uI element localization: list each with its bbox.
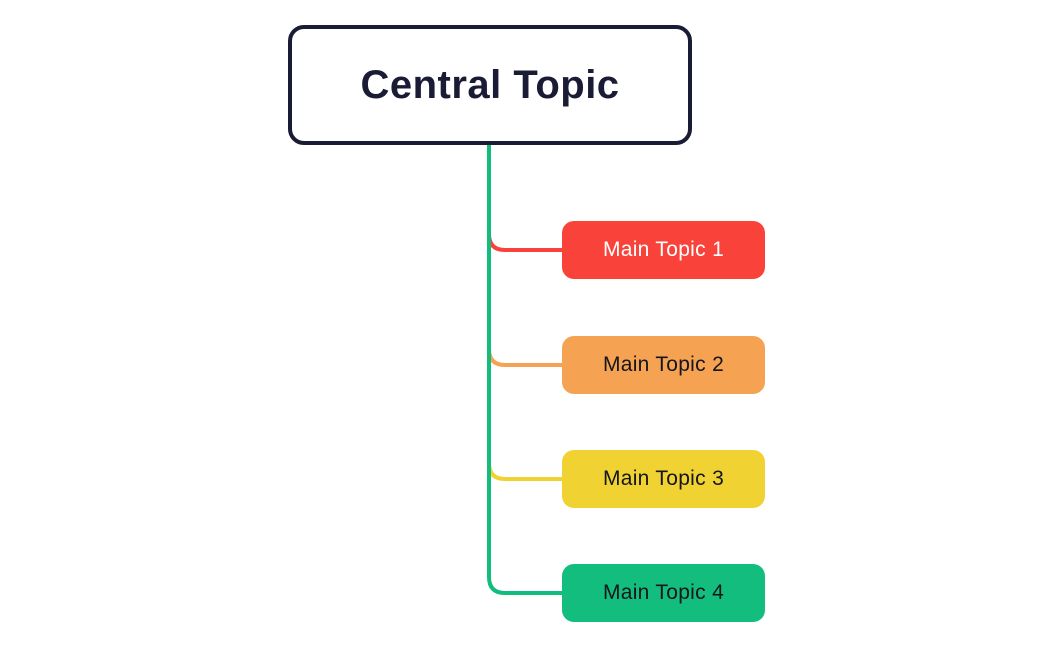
main-topic-node-4[interactable]: Main Topic 4	[562, 564, 765, 622]
connector-main-topic-1	[487, 233, 562, 252]
main-topic-label-4: Main Topic 4	[602, 581, 725, 604]
trunk-line	[487, 145, 562, 595]
main-topic-label-3: Main Topic 3	[602, 467, 725, 490]
main-topic-label-1: Main Topic 1	[602, 238, 725, 261]
main-topic-label-2: Main Topic 2	[602, 353, 725, 376]
connector-main-topic-3	[487, 462, 562, 481]
connector-main-topic-2	[487, 348, 562, 367]
central-topic-node[interactable]: Central Topic	[288, 25, 692, 145]
central-topic-label: Central Topic	[360, 62, 620, 107]
main-topic-node-2[interactable]: Main Topic 2	[562, 336, 765, 394]
main-topic-node-3[interactable]: Main Topic 3	[562, 450, 765, 508]
main-topic-node-1[interactable]: Main Topic 1	[562, 221, 765, 279]
